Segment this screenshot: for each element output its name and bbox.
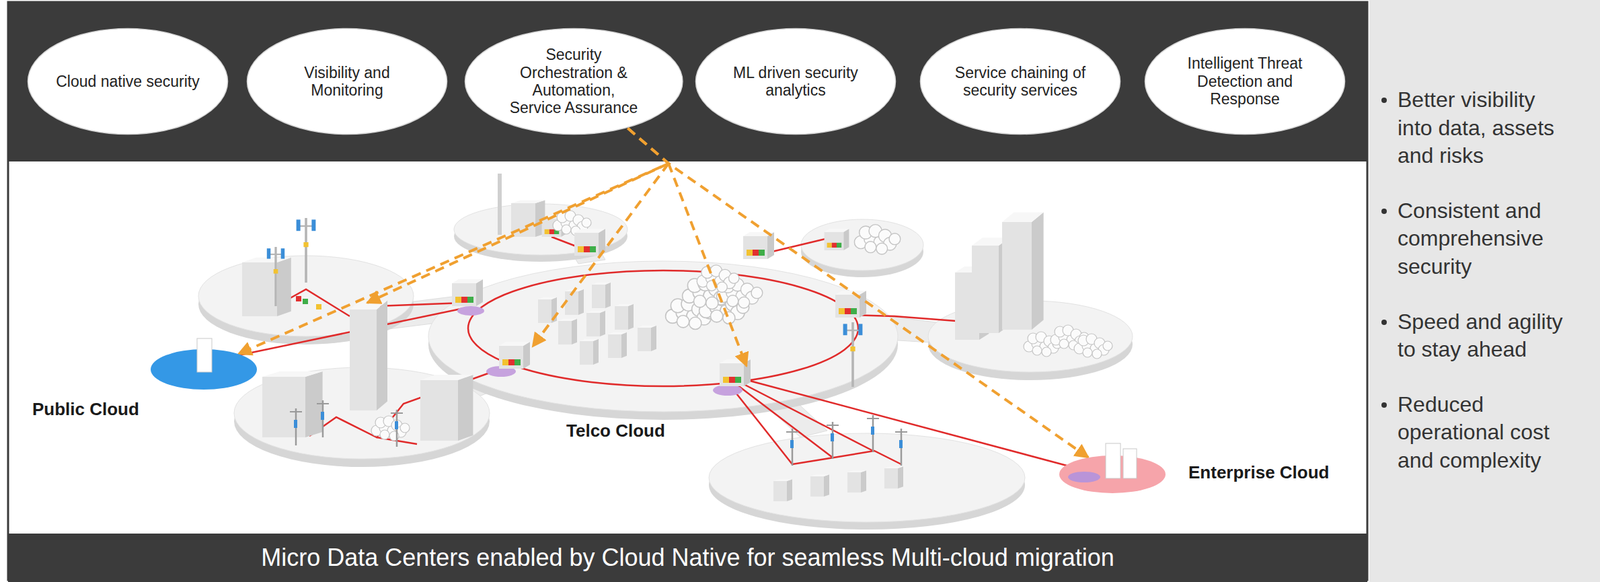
capability-ellipse: Security Orchestration & Automation, Ser… xyxy=(464,27,684,136)
ellipse-shape xyxy=(920,28,1121,135)
region-label: Telco Cloud xyxy=(564,421,668,442)
capability-ellipse: Visibility and Monitoring xyxy=(246,27,448,136)
capability-text: ML driven security analytics xyxy=(720,63,872,100)
caption-text: Micro Data Centers enabled by Cloud Nati… xyxy=(260,544,1115,571)
bullet-dot xyxy=(1381,402,1387,408)
ellipse-shape xyxy=(28,28,228,135)
ellipse-shape xyxy=(464,28,682,135)
capability-text: Intelligent Threat Detection and Respons… xyxy=(1169,54,1321,108)
benefit-text: Better visibility into data, assets and … xyxy=(1397,86,1572,171)
capability-ellipse: Service chaining of security services xyxy=(919,27,1122,136)
bullet-dot xyxy=(1381,208,1387,214)
frame xyxy=(8,2,1368,580)
cloud-label: Enterprise Cloud xyxy=(1188,462,1329,483)
benefits-panel: Better visibility into data, assets and … xyxy=(1369,0,1600,582)
top-band xyxy=(8,2,1368,162)
benefit-item: Consistent and comprehensive security xyxy=(1397,197,1600,282)
benefit-item: Speed and agility to stay ahead xyxy=(1397,308,1600,364)
capability-text: Service chaining of security services xyxy=(944,63,1097,100)
ellipse-shape xyxy=(1145,28,1346,135)
platforms xyxy=(198,203,1133,530)
capability-ellipse: Cloud native security xyxy=(26,27,229,136)
benefit-item: Reduced operational cost and complexity xyxy=(1397,390,1600,475)
orchestration-arrows xyxy=(367,163,747,366)
capability-text: Cloud native security xyxy=(55,72,200,91)
ellipse-shape xyxy=(696,28,896,135)
cloud-label: Public Cloud xyxy=(32,399,140,420)
cloud-node: Enterprise Cloud xyxy=(1059,455,1166,493)
buildings xyxy=(242,173,1113,502)
benefit-text: Reduced operational cost and complexity xyxy=(1397,390,1572,475)
caption-band: Micro Data Centers enabled by Cloud Nati… xyxy=(8,533,1368,582)
cloud-ellipse xyxy=(1059,455,1166,493)
bullet-dot xyxy=(1381,97,1387,103)
server-icon xyxy=(1105,443,1121,479)
ellipse-shape xyxy=(247,28,448,135)
dashed-arrow xyxy=(238,128,669,355)
site-marker xyxy=(1068,471,1101,483)
capability-ellipse: ML driven security analytics xyxy=(694,27,897,136)
cloud-node: Public Cloud xyxy=(150,349,257,390)
dashed-arrow xyxy=(627,128,1089,458)
capability-text: Security Orchestration & Automation, Ser… xyxy=(504,45,643,118)
capability-ellipse: Intelligent Threat Detection and Respons… xyxy=(1144,27,1346,136)
server-icon xyxy=(1123,448,1137,479)
capability-text: Visibility and Monitoring xyxy=(271,63,424,100)
red-links xyxy=(238,236,1108,477)
telco-sites xyxy=(451,228,867,396)
benefit-text: Speed and agility to stay ahead xyxy=(1397,308,1572,364)
cloud-ellipse xyxy=(150,349,257,390)
benefit-text: Consistent and comprehensive security xyxy=(1397,197,1572,282)
bullet-dot xyxy=(1381,319,1387,325)
server-icon xyxy=(197,338,212,372)
benefit-item: Better visibility into data, assets and … xyxy=(1397,86,1600,171)
